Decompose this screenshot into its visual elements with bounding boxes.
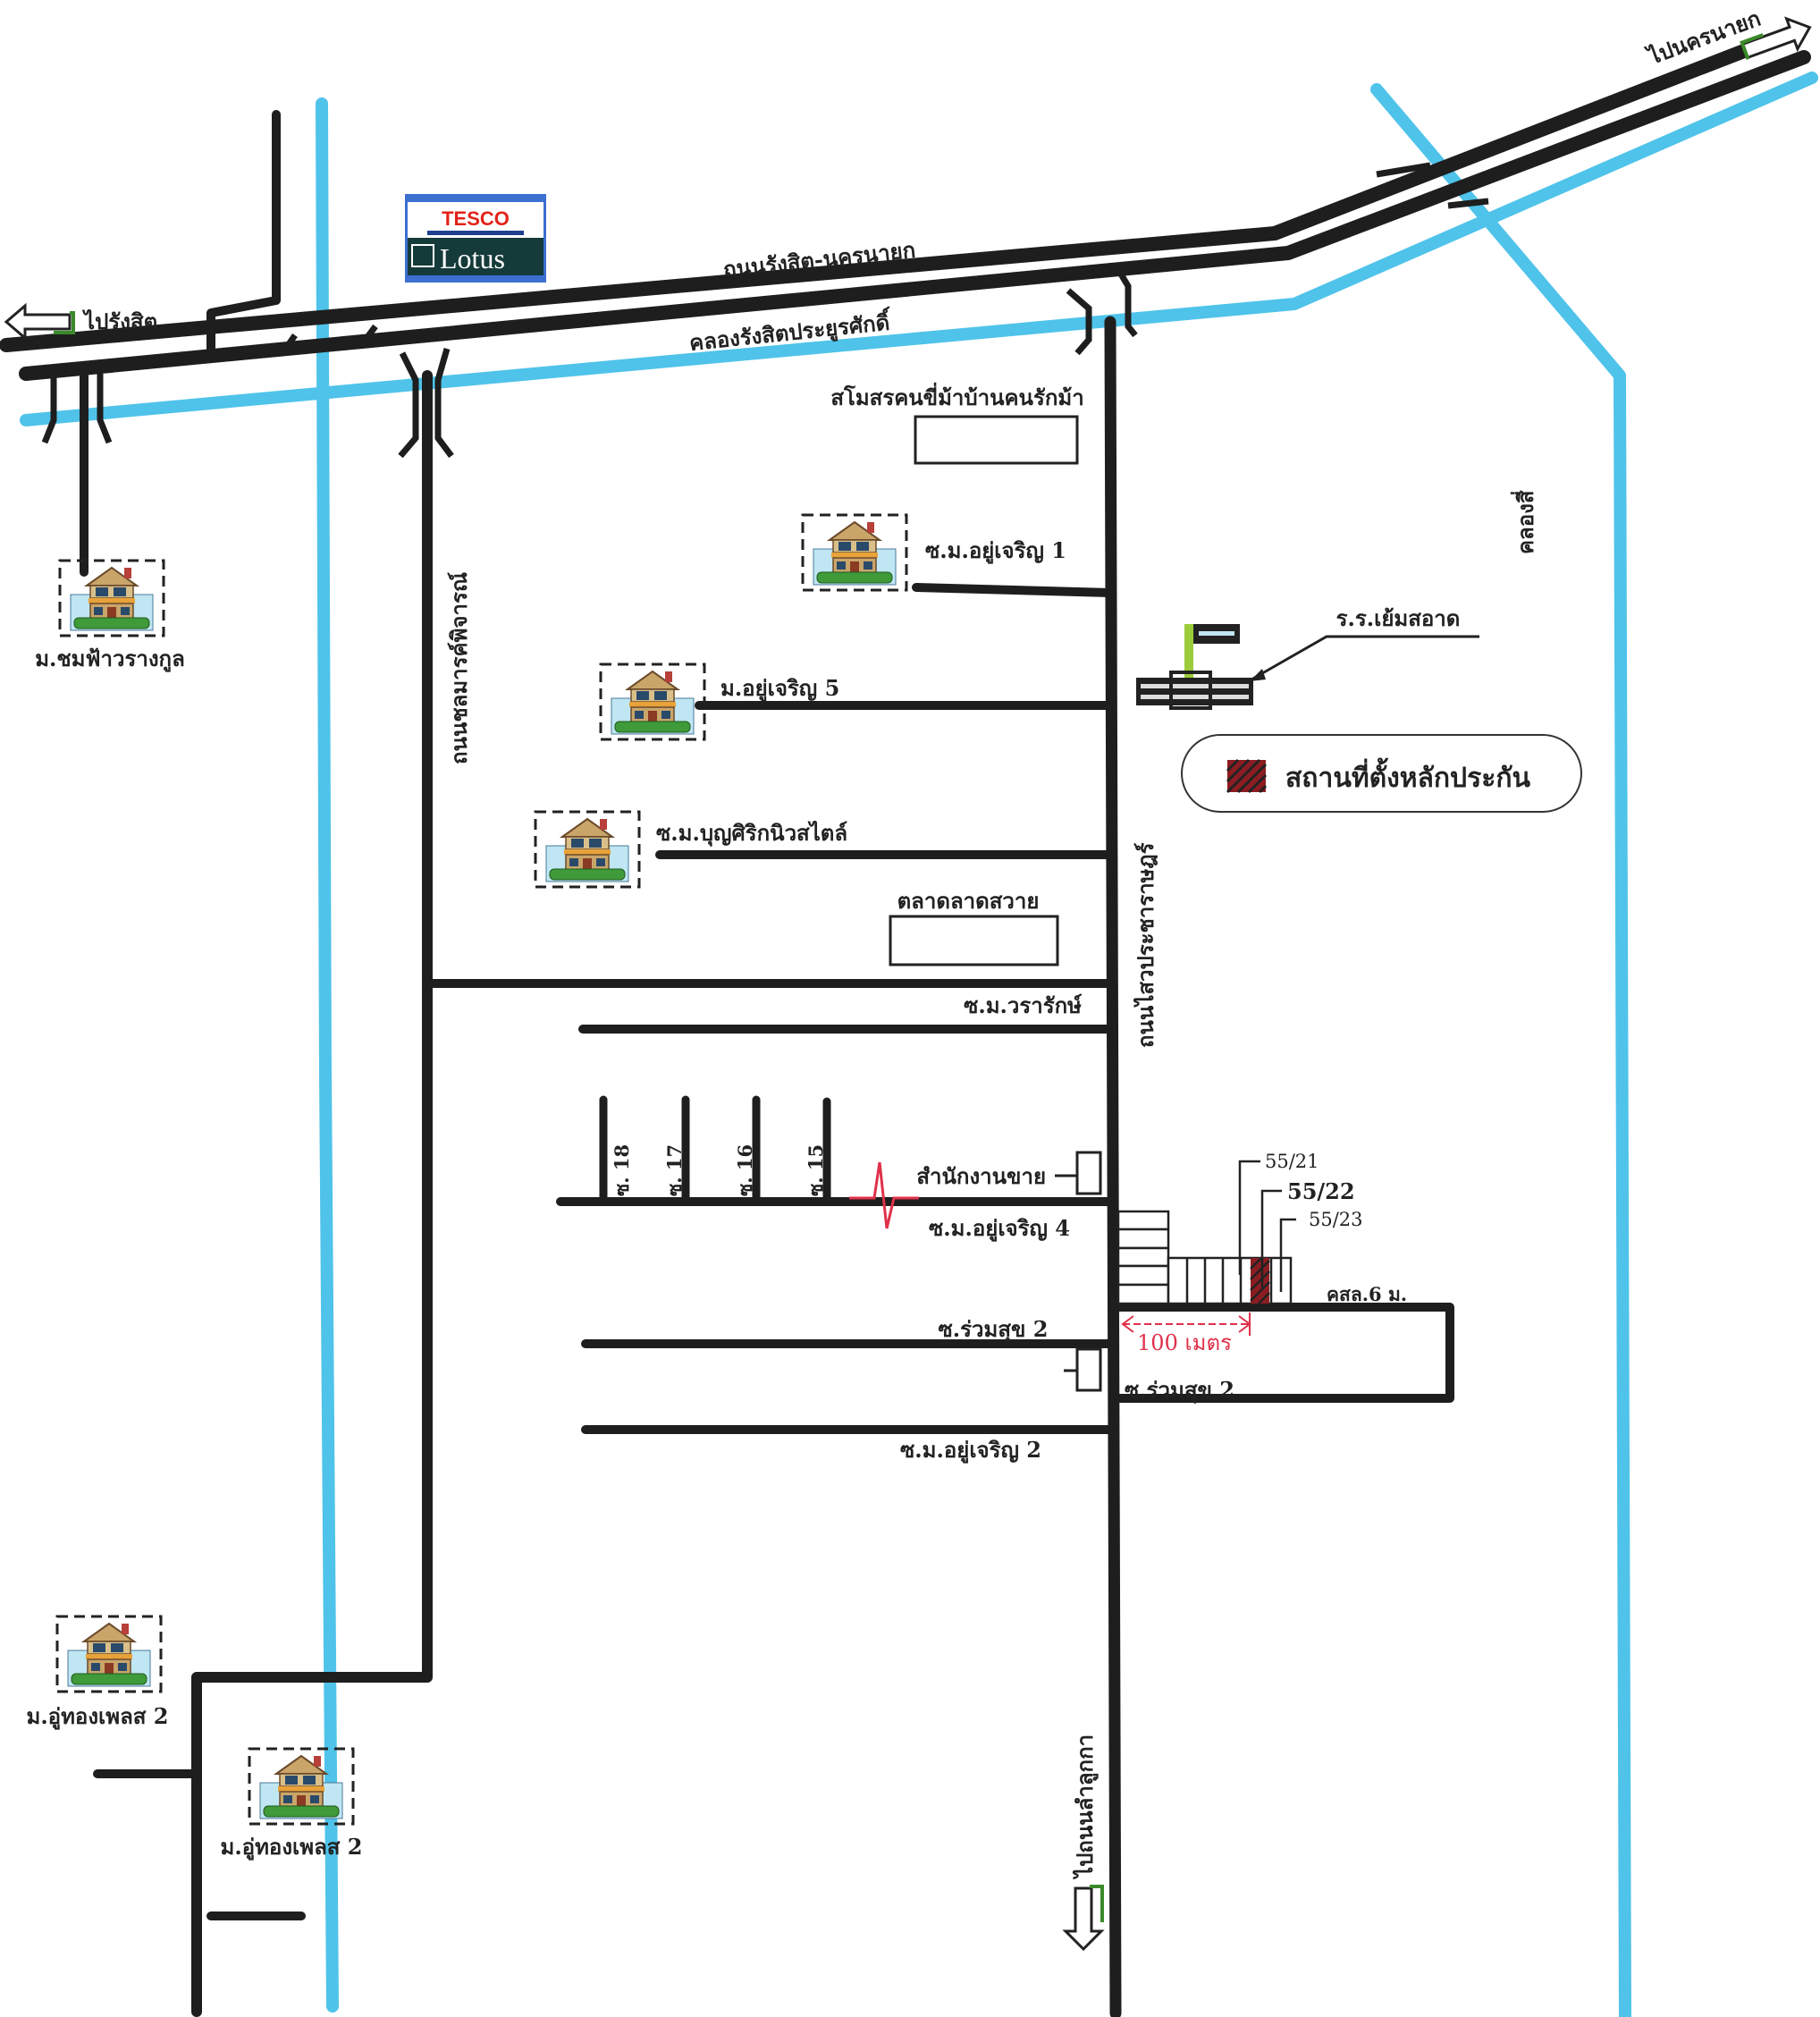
arrow-to-rangsit: ไปรังสิต: [4, 302, 157, 342]
lot-leaders: [1238, 1160, 1296, 1292]
to-lam-luk-ka-label: ไปถนนลำลูกกา: [1072, 1734, 1099, 1880]
school-icon: [1136, 624, 1253, 710]
legend: สถานที่ตั้งหลักประกัน: [1181, 734, 1582, 813]
village-v1: ซ.ม.อยู่เจริญ 1: [801, 513, 1066, 592]
arrow-down-icon: [1062, 1886, 1105, 1952]
canals: [20, 72, 1818, 2017]
soi-v1: [912, 583, 1115, 597]
village-boonsiri: ซ.ม.บุญศิริกนิวสไตล์: [534, 810, 847, 889]
school-pointer: [1251, 635, 1479, 681]
house-icon: [534, 810, 641, 889]
sales-office-building: [1075, 1151, 1102, 1195]
lot-55-22-label: 55/22: [1287, 1178, 1355, 1204]
distance-dimension: [1121, 1312, 1251, 1336]
legend-label: สถานที่ตั้งหลักประกัน: [1285, 757, 1530, 794]
lot-55-21-label: 55/21: [1265, 1151, 1319, 1172]
soi-18-label: ซ. 18: [611, 1144, 633, 1196]
village-uthong-b-label: ม.อู่ทองเพลส 2: [221, 1834, 363, 1861]
roads: [0, 25, 1811, 2017]
road-top-left: [206, 110, 281, 355]
chonlamark-road-label: ถนนชลมารค์พิจารณ์: [446, 572, 472, 764]
sai-road-label: ถนนไสวประชาราษฎร์: [1133, 842, 1159, 1048]
road-type-label: คสล.6 ม.: [1327, 1283, 1407, 1305]
to-rangsit-label: ไปรังสิต: [81, 308, 157, 334]
road-sai-pracharat: [1104, 316, 1122, 2017]
market-building: [889, 915, 1059, 966]
main-road-lower: [19, 50, 1811, 381]
house-icon: [248, 1747, 355, 1826]
soi-ruamsuk-right-loop: [1111, 1303, 1454, 1403]
bridge-marks: [41, 162, 1489, 459]
ruamsuk-building: [1075, 1347, 1102, 1392]
collateral-plot: [1250, 1257, 1270, 1304]
house-icon: [55, 1615, 163, 1693]
house-icon: [599, 662, 706, 741]
soi-v2-label: ซ.ม.อยู่เจริญ 2: [900, 1437, 1041, 1464]
soi-16-label: ซ. 16: [734, 1144, 756, 1196]
sales-office-label: สำนักงานขาย: [916, 1163, 1046, 1189]
distance-break-mark: [849, 1161, 919, 1229]
road-chonlamark: [191, 370, 433, 2017]
canal-left-vertical: [316, 97, 339, 2013]
village-chomfa: ม.ชมฟ้าวรางกูล: [35, 559, 185, 672]
lot-55-23-label: 55/23: [1309, 1209, 1363, 1230]
village-v1-label: ซ.ม.อยู่เจริญ 1: [925, 537, 1066, 564]
village-uthong-b: ม.อู่ทองเพลส 2: [221, 1747, 363, 1861]
tesco-lotus-logo: TESCO Lotus: [405, 194, 546, 283]
main-road-upper: [0, 25, 1799, 352]
soi-15-label: ซ. 15: [805, 1144, 827, 1196]
arrow-left-icon: [4, 302, 72, 342]
club-label: สโมสรคนขี่ม้าบ้านคนรักม้า: [830, 382, 1083, 410]
village-uthong-a: ม.อู่ทองเพลส 2: [27, 1615, 169, 1730]
collateral-swatch: [1226, 758, 1268, 794]
soi-17-label: ซ. 17: [663, 1144, 686, 1196]
tesco-text: TESCO: [442, 207, 510, 230]
village-v5: ม.อยู่เจริญ 5: [599, 662, 839, 741]
village-v5-label: ม.อยู่เจริญ 5: [720, 675, 839, 702]
distance-label: 100 เมตร: [1137, 1330, 1232, 1355]
property-plots: [1116, 1210, 1293, 1305]
school-label: ร.ร.เย้มสอาด: [1336, 605, 1461, 631]
club-building: [914, 415, 1079, 465]
market-label: ตลาดลาดสวาย: [897, 888, 1040, 914]
soi-ruamsuk-left-label: ซ.ร่วมสุข 2: [939, 1316, 1049, 1344]
house-icon: [58, 559, 165, 637]
canal-4-label: คลองสี่: [1510, 490, 1538, 554]
soi-ruamsuk-right-label: ซ.ร่วมสุข 2: [1125, 1377, 1234, 1405]
canal-rangsit: [20, 72, 1818, 426]
village-chomfa-label: ม.ชมฟ้าวรางกูล: [35, 646, 185, 672]
village-boonsiri-label: ซ.ม.บุญศิริกนิวสไตล์: [656, 820, 847, 848]
lotus-text: Lotus: [440, 242, 505, 274]
arrow-to-lam-luk-ka: ไปถนนลำลูกกา: [1062, 1734, 1105, 1952]
canal-4: [1370, 83, 1631, 2017]
lotus-icon: [411, 244, 434, 267]
soi-v4-label: ซ.ม.อยู่เจริญ 4: [929, 1215, 1070, 1242]
village-uthong-a-label: ม.อู่ทองเพลส 2: [27, 1703, 169, 1730]
house-icon: [801, 513, 908, 592]
soi-wararak-label: ซ.ม.วรารักษ์: [964, 992, 1082, 1018]
